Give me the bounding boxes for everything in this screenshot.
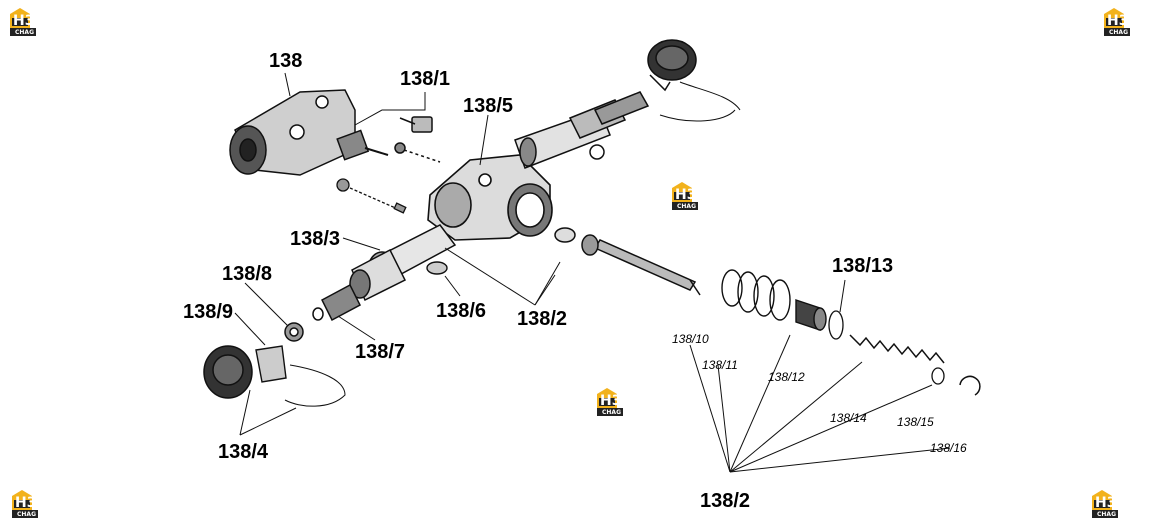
svg-text:H3: H3 (1107, 13, 1128, 29)
svg-text:H3: H3 (675, 187, 696, 203)
clip-part-138-9 (255, 345, 346, 407)
svg-text:H3: H3 (600, 393, 621, 409)
washer-part-138-8 (284, 322, 304, 342)
svg-text:CHAG: CHAG (1097, 511, 1116, 518)
svg-text:CHAG: CHAG (15, 29, 34, 36)
label-138-2-top: 138/2 (517, 308, 567, 330)
svg-text:CHAG: CHAG (602, 409, 621, 416)
ring-part-138-13 (828, 310, 844, 340)
svg-text:H3: H3 (13, 13, 34, 29)
leader-lines (234, 72, 951, 473)
bolt-part-138-1 (394, 116, 441, 163)
ring-part-138-15 (931, 367, 945, 385)
svg-text:CHAG: CHAG (17, 511, 36, 518)
end-cap-part-138-4 (203, 345, 253, 399)
label-138-8: 138/8 (222, 263, 272, 285)
screw-parts (336, 178, 407, 214)
label-138-15: 138/15 (897, 415, 934, 429)
label-138-10: 138/10 (672, 332, 709, 346)
label-138-2-bottom: 138/2 (700, 490, 750, 512)
clip-part-138-16 (959, 375, 981, 396)
bushing-part-138-12 (795, 299, 827, 331)
label-138: 138 (269, 50, 302, 72)
svg-text:H3: H3 (15, 495, 36, 511)
label-138-11: 138/11 (702, 358, 738, 372)
spring-part-138-7 (312, 283, 361, 322)
label-138-3: 138/3 (290, 228, 340, 250)
tube-part-138-3 (349, 224, 457, 302)
spring-part-138-14 (849, 334, 945, 364)
tube-upper-right (514, 91, 650, 169)
spring-part-138-11 (721, 269, 791, 321)
label-138-13: 138/13 (832, 255, 893, 277)
label-138-4: 138/4 (218, 441, 269, 463)
svg-text:CHAG: CHAG (1109, 29, 1128, 36)
end-cap-top-right (589, 39, 741, 160)
housing-part-138-5 (427, 154, 553, 241)
label-138-5: 138/5 (463, 95, 513, 117)
svg-text:CHAG: CHAG (677, 203, 696, 210)
label-138-14: 138/14 (830, 411, 867, 425)
label-138-12: 138/12 (768, 370, 805, 384)
label-138-16: 138/16 (930, 441, 967, 455)
pump-body-part-138 (229, 89, 389, 176)
rod-part-center (554, 227, 701, 296)
ring-part-138-6 (426, 261, 448, 275)
label-138-7: 138/7 (355, 341, 405, 363)
label-138-1: 138/1 (400, 68, 450, 90)
label-138-9: 138/9 (183, 301, 233, 323)
svg-text:H3: H3 (1095, 495, 1116, 511)
label-138-6: 138/6 (436, 300, 486, 322)
